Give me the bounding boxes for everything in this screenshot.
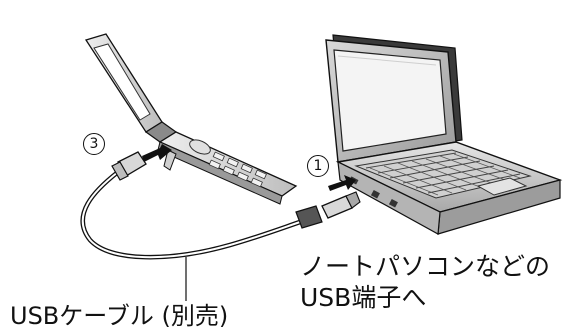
usb-cable-illustration <box>80 151 361 301</box>
flip-phone-illustration <box>84 33 298 205</box>
destination-label-line1: ノートパソコンなどの <box>300 252 551 281</box>
arrow-pc-insert-icon <box>328 175 356 191</box>
destination-label-line2: USB端子へ <box>300 283 427 312</box>
arrow-phone-insert-icon <box>142 144 172 162</box>
cable-label: USBケーブル (別売) <box>10 302 229 330</box>
step-1-marker: 1 <box>307 155 329 177</box>
laptop-illustration <box>325 34 563 235</box>
step-3-marker: 3 <box>83 133 105 155</box>
